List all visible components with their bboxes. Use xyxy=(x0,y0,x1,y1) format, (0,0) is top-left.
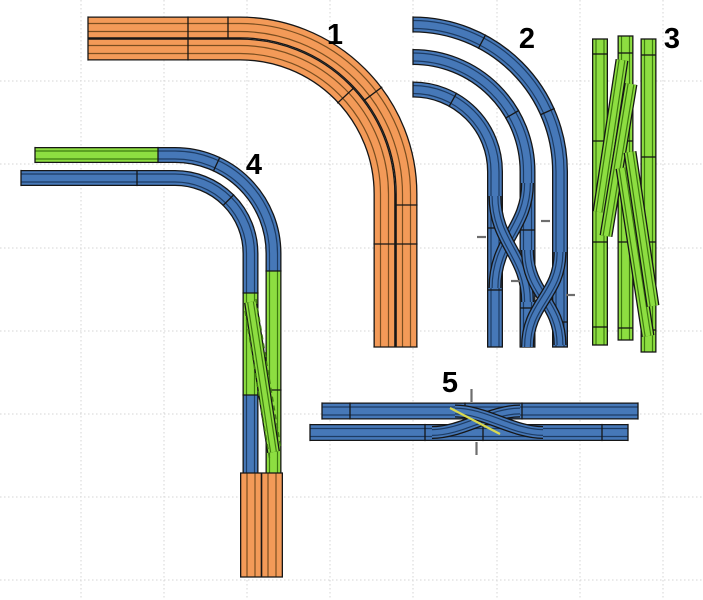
track-piece[interactable] xyxy=(412,81,503,348)
track-piece[interactable] xyxy=(412,49,536,347)
track-piece[interactable] xyxy=(599,82,638,238)
track-piece[interactable] xyxy=(454,404,544,439)
track-piece[interactable] xyxy=(244,301,280,453)
track-joint-mark xyxy=(255,298,282,450)
track-piece[interactable] xyxy=(488,195,534,303)
track-piece[interactable] xyxy=(623,151,660,307)
group-label-1[interactable]: 1 xyxy=(327,19,343,51)
group-label-4[interactable]: 4 xyxy=(246,149,262,181)
track-joint-mark xyxy=(539,107,555,116)
highlight-line xyxy=(449,407,501,435)
track-joint-mark xyxy=(477,34,487,50)
track-group-5[interactable]: 5 xyxy=(309,367,639,455)
track-group-2[interactable]: 2 xyxy=(412,16,575,348)
track-piece[interactable] xyxy=(21,170,259,293)
group-label-2[interactable]: 2 xyxy=(519,23,535,55)
track-piece[interactable] xyxy=(412,16,568,348)
track-joint-mark xyxy=(448,92,458,108)
track-group-4[interactable]: 4 xyxy=(20,146,283,578)
track-piece[interactable] xyxy=(592,59,629,213)
track-piece[interactable] xyxy=(488,182,534,289)
track-joint-mark xyxy=(336,87,355,104)
track-group-3[interactable]: 3 xyxy=(592,23,680,353)
track-joint-mark xyxy=(504,109,520,119)
track-group-1[interactable]: 1 xyxy=(87,16,418,348)
group-label-5[interactable]: 5 xyxy=(442,367,458,399)
track-joint-mark xyxy=(244,310,271,462)
track-piece[interactable] xyxy=(521,251,567,348)
track-piece[interactable] xyxy=(615,167,655,337)
group-label-3[interactable]: 3 xyxy=(664,23,680,55)
track-piece[interactable] xyxy=(158,147,282,271)
track-piece[interactable] xyxy=(88,38,396,348)
track-joint-mark xyxy=(212,156,221,172)
track-piece[interactable] xyxy=(88,16,418,348)
track-joint-mark xyxy=(222,194,235,207)
track-joint-mark xyxy=(363,86,383,102)
